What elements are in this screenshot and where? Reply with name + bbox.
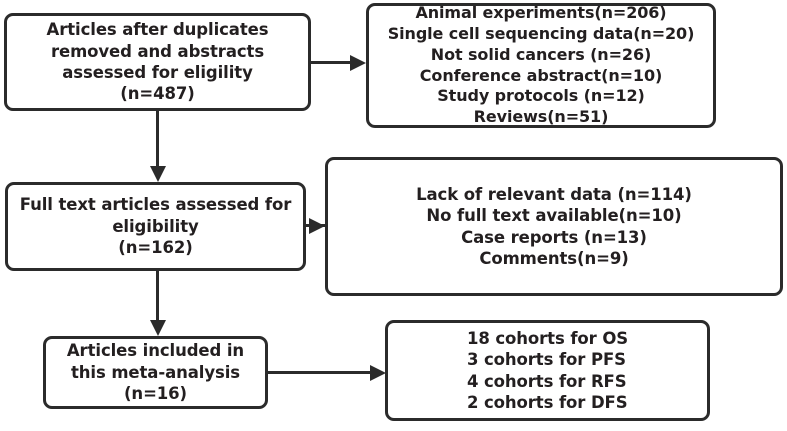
connector-fulltext-to-included	[156, 271, 159, 325]
arrowhead-right-excluded2	[309, 217, 325, 234]
node-excluded-stage2-text: Lack of relevant data (n=114) No full te…	[416, 184, 692, 268]
node-excluded-stage1: Animal experiments(n=206) Single cell se…	[366, 3, 716, 128]
node-fulltext-assessed: Full text articles assessed for eligibil…	[5, 182, 306, 271]
node-excluded-stage2: Lack of relevant data (n=114) No full te…	[325, 157, 783, 296]
arrowhead-down-fulltext	[149, 166, 166, 182]
connector-included-to-outcomes	[268, 371, 378, 374]
node-outcome-cohorts: 18 cohorts for OS 3 cohorts for PFS 4 co…	[385, 320, 710, 421]
arrowhead-down-included	[149, 320, 166, 336]
node-articles-screened: Articles after duplicates removed and ab…	[4, 13, 311, 111]
connector-screened-to-fulltext	[156, 111, 159, 171]
node-articles-included-text: Articles included in this meta-analysis …	[66, 341, 245, 404]
node-outcome-cohorts-text: 18 cohorts for OS 3 cohorts for PFS 4 co…	[466, 328, 629, 412]
node-articles-screened-text: Articles after duplicates removed and ab…	[46, 20, 269, 104]
arrowhead-right-outcomes	[370, 364, 386, 381]
node-fulltext-assessed-text: Full text articles assessed for eligibil…	[19, 195, 292, 258]
connector-screened-to-excluded1	[311, 61, 355, 64]
arrowhead-right-excluded1	[350, 54, 366, 71]
node-articles-included: Articles included in this meta-analysis …	[43, 336, 268, 409]
node-excluded-stage1-text: Animal experiments(n=206) Single cell se…	[387, 3, 695, 127]
